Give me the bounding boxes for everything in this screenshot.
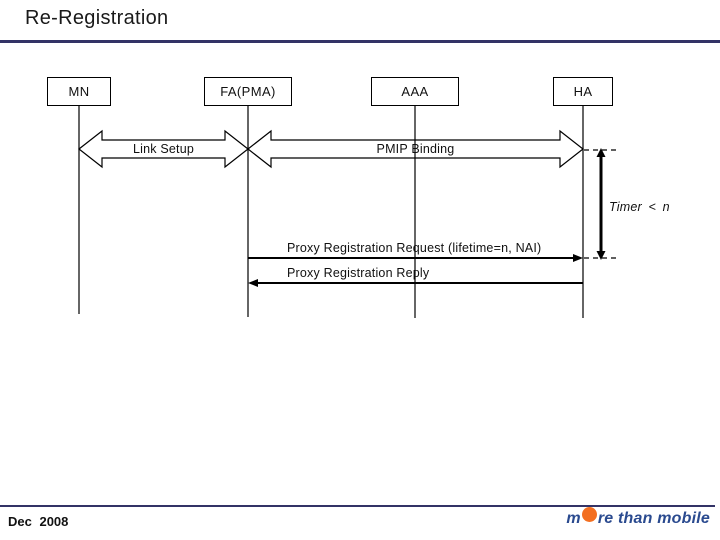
entity-box-ha: HA <box>553 77 613 106</box>
link-setup-label: Link Setup <box>132 142 195 156</box>
reply-arrowhead <box>248 279 258 287</box>
title-rule <box>0 40 720 43</box>
proxy-registration-request-label: Proxy Registration Request (lifetime=n, … <box>287 241 542 255</box>
timer-annotation-label: Timer < n <box>609 200 670 214</box>
proxy-registration-reply-label: Proxy Registration Reply <box>287 266 430 280</box>
brand-logo: m re than mobile <box>566 507 710 528</box>
entity-box-fa: FA(PMA) <box>204 77 292 106</box>
logo-dot-icon <box>581 507 597 522</box>
entity-box-mn: MN <box>47 77 111 106</box>
timer-arrowhead-down <box>596 251 606 260</box>
page-title: Re-Registration <box>25 7 169 29</box>
pmip-binding-label: PMIP Binding <box>376 142 455 156</box>
footer-date: Dec 2008 <box>8 514 69 529</box>
entity-box-aaa: AAA <box>371 77 459 106</box>
timer-arrowhead-up <box>596 148 606 157</box>
logo-text-post: re than mobile <box>597 510 710 527</box>
footer-rule <box>0 505 715 507</box>
logo-text-pre: m <box>566 510 581 527</box>
request-arrowhead <box>573 254 583 262</box>
